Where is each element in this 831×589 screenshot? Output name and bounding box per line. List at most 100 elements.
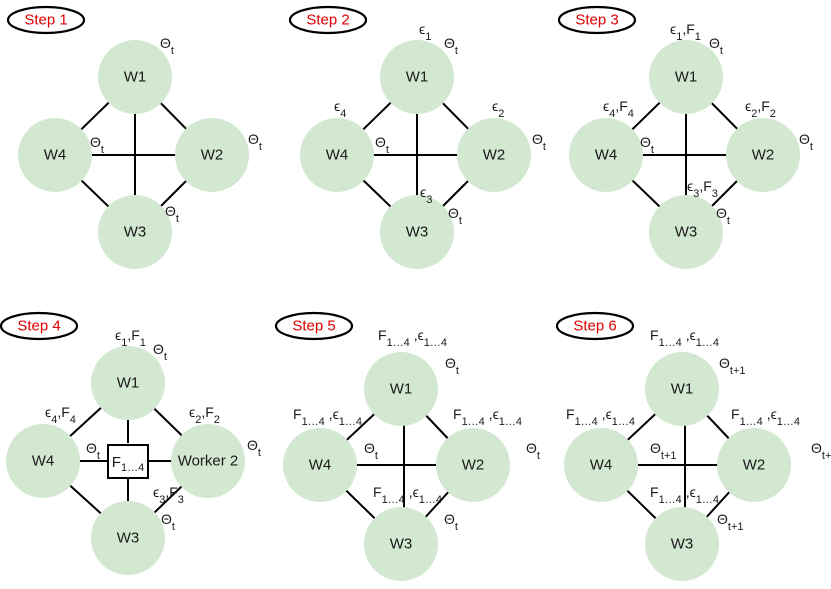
node-w1: W1 [645,352,719,426]
annotation-label: Θt [444,35,458,57]
annotation-label: F1…4 ,ϵ1…4 [650,327,719,349]
step-badge-outline [288,5,368,35]
node-w2: W2 [436,428,510,502]
step-badge: Step 6 [555,311,635,341]
node-w4: W4 [300,118,374,192]
annotation-label: Θt [444,511,458,533]
annotation-label: ϵ4 [334,98,346,120]
node-circle [645,352,719,426]
node-w4: W4 [18,118,92,192]
node-label: W2 [483,147,506,164]
node-w3: W3 [364,507,438,581]
node-w4: W4 [569,118,643,192]
node-label: W3 [671,536,694,553]
annotation-label: ϵ3,F3 [153,484,184,506]
node-w2: W2 [726,118,800,192]
step-badge-outline [555,311,635,341]
node-w3: W3 [649,195,723,269]
node-w3: W3 [380,195,454,269]
step-label: Step 3 [575,12,618,29]
annotation-label: Θt [86,440,100,462]
aggregation-box-label: F1…4 [112,454,144,475]
node-label: W4 [32,453,55,470]
node-circle [380,195,454,269]
node-w2: W2 [457,118,531,192]
annotation-label: Θt [90,134,104,156]
annotation-label: Θt+1 [650,440,677,462]
annotation-label: Θt [716,205,730,227]
node-circle [649,40,723,114]
annotation-label: ϵ4,F4 [603,98,634,120]
node-w1: W1 [91,346,165,420]
step-badge: Step 2 [288,5,368,35]
step-badge-outline [6,5,86,35]
node-w2: Worker 2 [171,424,245,498]
node-circle [364,507,438,581]
node-label: W2 [201,147,224,164]
annotation-label: Θt [165,203,179,225]
annotation-label: Θt [799,131,813,153]
annotation-label: Θt [445,355,459,377]
node-label: W3 [117,530,140,547]
node-label: W3 [675,224,698,241]
step-label: Step 6 [573,318,616,335]
node-circle [364,352,438,426]
annotation-label: ϵ1,F1 [115,327,146,349]
step-badge: Step 1 [6,5,86,35]
node-w4: W4 [6,424,80,498]
annotation-label: Θt [247,437,261,459]
node-label: W2 [752,147,775,164]
annotation-label: ϵ3,F3 [687,178,718,200]
annotation-label: F1…4 ,ϵ1…4 [373,484,442,506]
annotation-label: F1…4 ,ϵ1…4 [293,406,362,428]
annotation-label: Θt [709,35,723,57]
step-label: Step 2 [306,12,349,29]
annotation-label: Θt [160,35,174,57]
step-badge-outline [0,311,79,341]
node-circle [300,118,374,192]
node-label: W1 [117,375,140,392]
node-label: W1 [675,69,698,86]
annotation-label: ϵ4,F4 [45,404,76,426]
node-w1: W1 [364,352,438,426]
annotation-label: ϵ1,F1 [670,21,701,43]
node-circle [283,428,357,502]
node-label: W4 [309,457,332,474]
annotation-label: ϵ1 [419,21,431,43]
node-circle [569,118,643,192]
node-w1: W1 [380,40,454,114]
node-w1: W1 [98,40,172,114]
annotation-label: Θt+1 [811,440,831,462]
node-label: W3 [124,224,147,241]
annotation-label: Θt+1 [719,355,746,377]
node-w2: W2 [175,118,249,192]
step-label: Step 1 [24,12,67,29]
node-circle [645,507,719,581]
annotation-label: Θt [364,440,378,462]
step-label: Step 4 [17,318,60,335]
node-label: W1 [406,69,429,86]
annotation-label: ϵ2 [492,98,504,120]
node-label: W1 [671,381,694,398]
annotation-label: Θt [153,341,167,363]
annotation-label: ϵ3 [420,184,432,206]
node-label: W2 [743,457,766,474]
node-circle [171,424,245,498]
node-w3: W3 [98,195,172,269]
node-circle [91,501,165,575]
node-circle [726,118,800,192]
annotation-label: F1…4 ,ϵ1…4 [566,406,635,428]
step-badge: Step 3 [557,5,637,35]
step-badge: Step 5 [274,311,354,341]
node-label: W2 [462,457,485,474]
annotation-label: Θt [448,205,462,227]
step-badge: Step 4 [0,311,79,341]
annotation-label: Θt [526,440,540,462]
